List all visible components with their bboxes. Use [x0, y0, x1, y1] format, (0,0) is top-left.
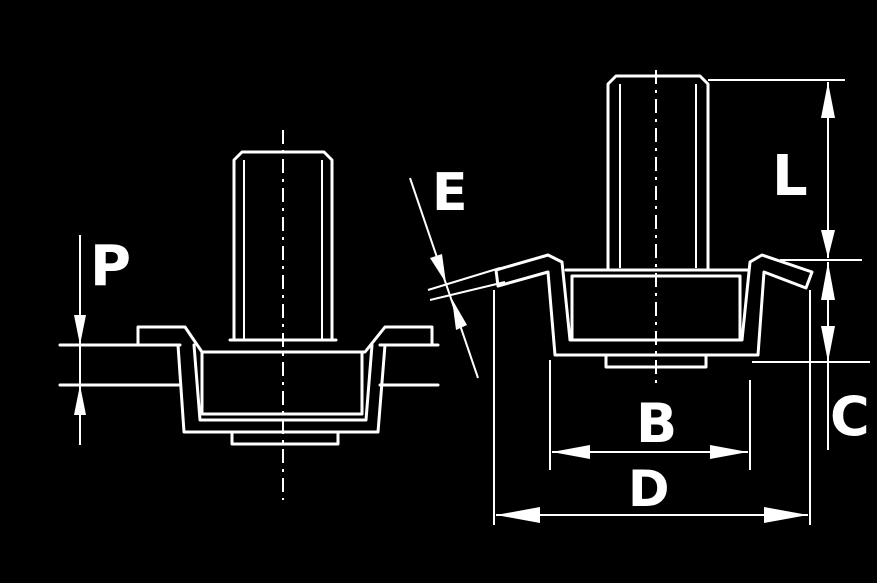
dim-b-arrow-right — [710, 445, 748, 459]
dim-l-arrow-bottom — [821, 230, 835, 258]
dim-e-ext-bottom — [429, 281, 506, 301]
label-c: C — [830, 385, 870, 448]
dim-e-ext-top — [427, 267, 501, 291]
dim-c-arrow-top — [821, 262, 835, 300]
dim-p-arrow-bottom — [74, 385, 86, 415]
right-view — [493, 70, 870, 525]
dim-p-arrow-top — [74, 315, 86, 345]
label-d: D — [628, 460, 670, 518]
dim-d-arrow-right — [764, 507, 808, 523]
dim-c-arrow-bottom — [821, 326, 835, 362]
label-p: P — [90, 234, 131, 299]
right-barrel — [606, 74, 710, 270]
dim-e-arrow-bottom — [452, 299, 467, 330]
left-view — [58, 130, 440, 500]
right-flange-outer — [494, 253, 814, 357]
dim-e — [409, 177, 506, 379]
dim-e-arrow-top — [430, 254, 446, 283]
label-l: L — [772, 144, 808, 209]
dim-l-arrow-top — [821, 82, 835, 118]
label-b: B — [636, 392, 677, 455]
dim-d-arrow-left — [496, 507, 540, 523]
left-flange-outer — [136, 325, 434, 434]
label-e: E — [432, 163, 468, 223]
left-nut-base — [230, 430, 340, 446]
dim-b-arrow-left — [552, 445, 590, 459]
